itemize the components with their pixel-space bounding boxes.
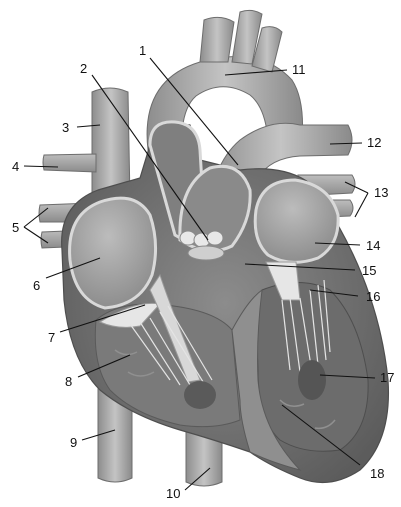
label-5: 5 [12,220,19,235]
label-3: 3 [62,120,69,135]
label-18: 18 [370,466,384,481]
label-11: 11 [292,62,306,77]
label-7: 7 [48,330,55,345]
label-10: 10 [166,486,180,501]
leader-13b [355,193,368,217]
label-14: 14 [366,238,380,253]
label-13: 13 [374,185,388,200]
label-16: 16 [366,289,380,304]
papillary-muscle-left [298,360,326,400]
right-pulmonary-vein-upper [43,154,96,172]
brachiocephalic-artery [200,17,234,62]
label-15: 15 [362,263,376,278]
label-4: 4 [12,159,19,174]
right-atrium [70,198,156,308]
label-6: 6 [33,278,40,293]
label-12: 12 [367,135,381,150]
label-8: 8 [65,374,72,389]
label-17: 17 [380,370,394,385]
label-9: 9 [70,435,77,450]
left-atrium [255,180,338,262]
label-1: 1 [139,43,146,58]
label-2: 2 [80,61,87,76]
papillary-muscle-right [184,381,216,409]
